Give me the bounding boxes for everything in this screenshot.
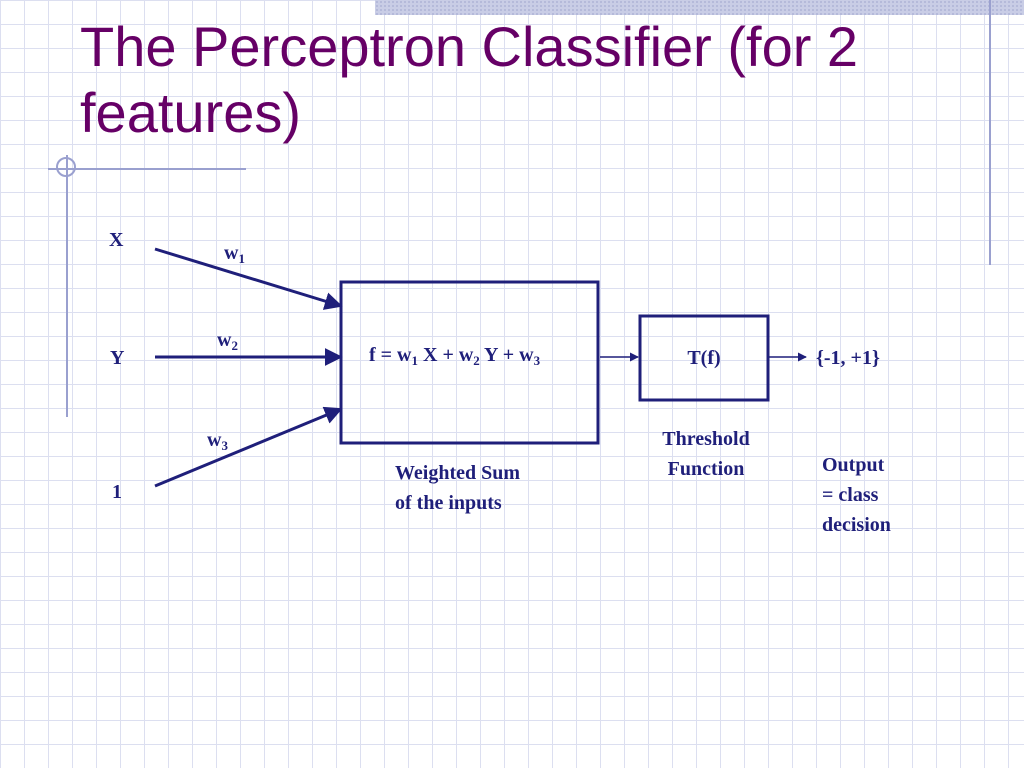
crosshair-circle-icon [56, 157, 76, 177]
weighted-sum-box [339, 280, 600, 445]
weight-w1-label: w1 [224, 242, 245, 266]
bias-input-label: 1 [112, 481, 122, 503]
slide-title: The Perceptron Classifier (for 2 feature… [80, 15, 859, 144]
weight-w2-label: w2 [217, 329, 238, 353]
bias-input-arrow [154, 406, 343, 488]
output-values: {-1, +1} [816, 347, 880, 369]
weight-w3-label: w3 [207, 429, 228, 453]
left-decorative-line [66, 155, 68, 417]
right-decorative-line [989, 0, 991, 265]
threshold-box [638, 314, 770, 402]
top-decorative-band [375, 0, 1024, 15]
x-input-arrow [154, 247, 343, 310]
threshold-box-label: T(f) [687, 347, 721, 369]
weighted-sum-formula: f = w1 X + w2 Y + w3 [369, 344, 541, 368]
input-y-label: Y [110, 347, 125, 369]
title-underline [48, 168, 246, 170]
input-x-label: X [109, 229, 124, 251]
